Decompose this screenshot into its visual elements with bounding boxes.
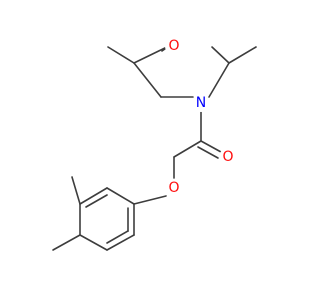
bond bbox=[228, 46, 257, 64]
molecule-structure: O N O O bbox=[52, 37, 257, 251]
bond bbox=[208, 62, 230, 98]
bond bbox=[133, 45, 170, 64]
carbonyl-oxygen: O bbox=[219, 148, 237, 166]
bond bbox=[173, 140, 202, 158]
ether-oxygen: O bbox=[165, 179, 183, 197]
bond bbox=[197, 146, 219, 159]
bond bbox=[71, 176, 81, 205]
bond bbox=[133, 62, 162, 98]
bond bbox=[106, 234, 135, 251]
bond bbox=[106, 187, 135, 205]
atom-layer: O N O O bbox=[165, 37, 237, 197]
morpholine-nitrogen: N bbox=[192, 94, 210, 112]
morpholine-oxygen: O bbox=[165, 37, 183, 55]
atom-label: O bbox=[168, 180, 179, 196]
bond bbox=[79, 187, 108, 205]
bond bbox=[85, 194, 108, 208]
bond bbox=[106, 230, 129, 244]
bond bbox=[107, 46, 135, 64]
atom-label: N bbox=[196, 95, 206, 111]
atom-label: O bbox=[168, 38, 179, 54]
atom-label: O bbox=[222, 149, 233, 165]
bond bbox=[200, 140, 222, 153]
bond-layer bbox=[52, 45, 257, 251]
bond bbox=[52, 234, 81, 251]
bond bbox=[211, 46, 230, 64]
bond bbox=[133, 195, 167, 205]
bond bbox=[79, 234, 108, 251]
